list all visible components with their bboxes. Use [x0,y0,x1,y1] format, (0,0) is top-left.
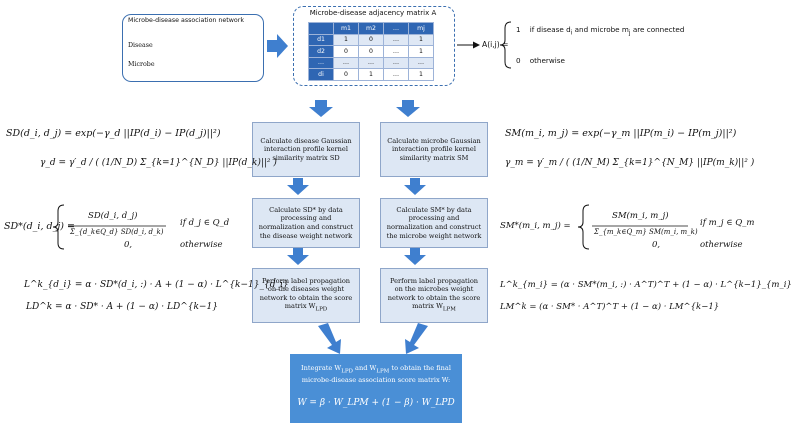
microbe-kernel-box: Calculate microbe Gaussian interaction p… [380,122,488,177]
ld-row-formula: L^k_{d_i} = α · SD*(d_i, :) · A + (1 − α… [24,280,289,290]
definition-brace [499,21,512,69]
microbe-label-propagation-box: Perform label propagation on the microbe… [380,268,488,323]
matrix-cell: 0 [333,68,359,81]
lpm-text: Perform label propagation on the microbe… [387,276,481,311]
final-line1: Integrate WLPD and WLPM to obtain the fi… [301,364,451,375]
matrix-cell: 1 [408,68,434,81]
case1-end: are connected [630,25,685,34]
lm-row-formula: L^k_{m_i} = (α · SM*(m_i, :) · A^T)^T + … [500,280,792,290]
disease-label: Disease [128,42,153,49]
microbe-label: Microbe [128,61,155,68]
final-formula: W = β · W_LPM + (1 − β) · W_LPD [297,397,455,408]
matrix-cell: 1 [408,33,434,46]
gamma-d-formula: γ_d = γ′_d / ( (1/N_D) Σ_{k=1}^{N_D} ||I… [40,158,277,168]
matrix-cell: … [358,56,384,69]
network-title: Microbe-disease association network [128,17,244,24]
smstar-numerator: SM(m_i, m_j) [612,211,669,221]
matrix-row: …………… [308,56,434,69]
smstar-condition: if m_j ∈ Q_m [700,218,755,228]
matrix-cell: 1 [408,45,434,58]
matrix-col-header: m2 [358,22,384,35]
matrix-row-header: d1 [308,33,334,46]
lpm-sub: LPM [442,306,456,313]
matrix-cell: … [383,45,409,58]
sdstar-lhs: SD*(d_i, d_j) = [4,221,75,232]
case1-sub-i: i [570,29,573,37]
smstar-lhs: SM*(m_i, m_j) = [500,221,571,231]
sd-formula: SD(d_i, d_j) = exp(−γ_d ||IP(d_i) − IP(d… [6,128,221,139]
matrix-row-header: … [308,56,334,69]
case1-sub-j: j [628,29,631,37]
gamma-m-formula: γ_m = γ′_m / ( (1/N_M) Σ_{k=1}^{N_M} ||I… [505,158,755,168]
microbe-weight-box: Calculate SM* by data processing and nor… [380,198,488,248]
case2-value: 0 [516,56,521,65]
smstar-zero: 0, [652,240,661,250]
sdstar-numerator: SD(d_i, d_j) [88,211,138,221]
ld-matrix-formula: LD^k = α · SD* · A + (1 − α) · LD^{k−1} [26,302,218,312]
sdstar-otherwise: otherwise [180,240,223,250]
case2-text: otherwise [529,56,565,65]
matrix-cell: … [383,68,409,81]
matrix-cell: … [408,56,434,69]
definition-case1: 1 if disease di and microbe mj are conne… [516,25,684,36]
matrix-cell: … [383,33,409,46]
matrix-cell: 0 [358,33,384,46]
definition-case2: 0 otherwise [516,56,565,65]
final-line2: microbe-disease association score matrix… [301,375,451,384]
matrix-col-header: mj [408,22,434,35]
disease-label-propagation-box: Perform label propagation on the disease… [252,268,360,323]
matrix-row-header: d2 [308,45,334,58]
matrix-cell: 1 [358,68,384,81]
matrix-cell: 0 [333,45,359,58]
sdstar-brace [52,204,65,250]
disease-weight-box: Calculate SD* by data processing and nor… [252,198,360,248]
smstar-denominator: Σ_{m_k∈Q_m} SM(m_i, m_k) [594,228,698,236]
lm-matrix-formula: LM^k = (α · SM* · A^T)^T + (1 − α) · LM^… [500,302,720,312]
lpd-sub: LPD [315,306,328,313]
matrix-row-header: di [308,68,334,81]
case1-value: 1 [516,25,521,34]
matrix-corner [308,22,334,35]
smstar-brace [577,204,590,250]
smstar-otherwise: otherwise [700,240,743,250]
matrix-col-header: … [383,22,409,35]
matrix-cell: … [383,56,409,69]
sdstar-denominator: Σ_{d_k∈Q_d} SD(d_i, d_k) [70,228,164,236]
matrix-cell: 1 [333,33,359,46]
matrix-title: Microbe-disease adjacency matrix A [309,9,437,17]
disease-kernel-box: Calculate disease Gaussian interaction p… [252,122,360,177]
definition-lhs: A(i,j) = [482,40,509,49]
flow-arrows [267,34,428,354]
sdstar-zero: 0, [124,240,133,250]
case1-text: if disease d [529,25,571,34]
matrix-cell: 0 [358,45,384,58]
sdstar-condition: if d_j ∈ Q_d [180,218,230,228]
case1-mid: and microbe m [572,25,629,34]
matrix-cell: … [333,56,359,69]
matrix-col-header: m1 [333,22,359,35]
association-network-box [122,14,264,82]
final-integration-box: Integrate WLPD and WLPM to obtain the fi… [290,354,462,423]
sm-formula: SM(m_i, m_j) = exp(−γ_m ||IP(m_i) − IP(m… [505,128,737,139]
lpd-text: Perform label propagation on the disease… [259,276,353,311]
